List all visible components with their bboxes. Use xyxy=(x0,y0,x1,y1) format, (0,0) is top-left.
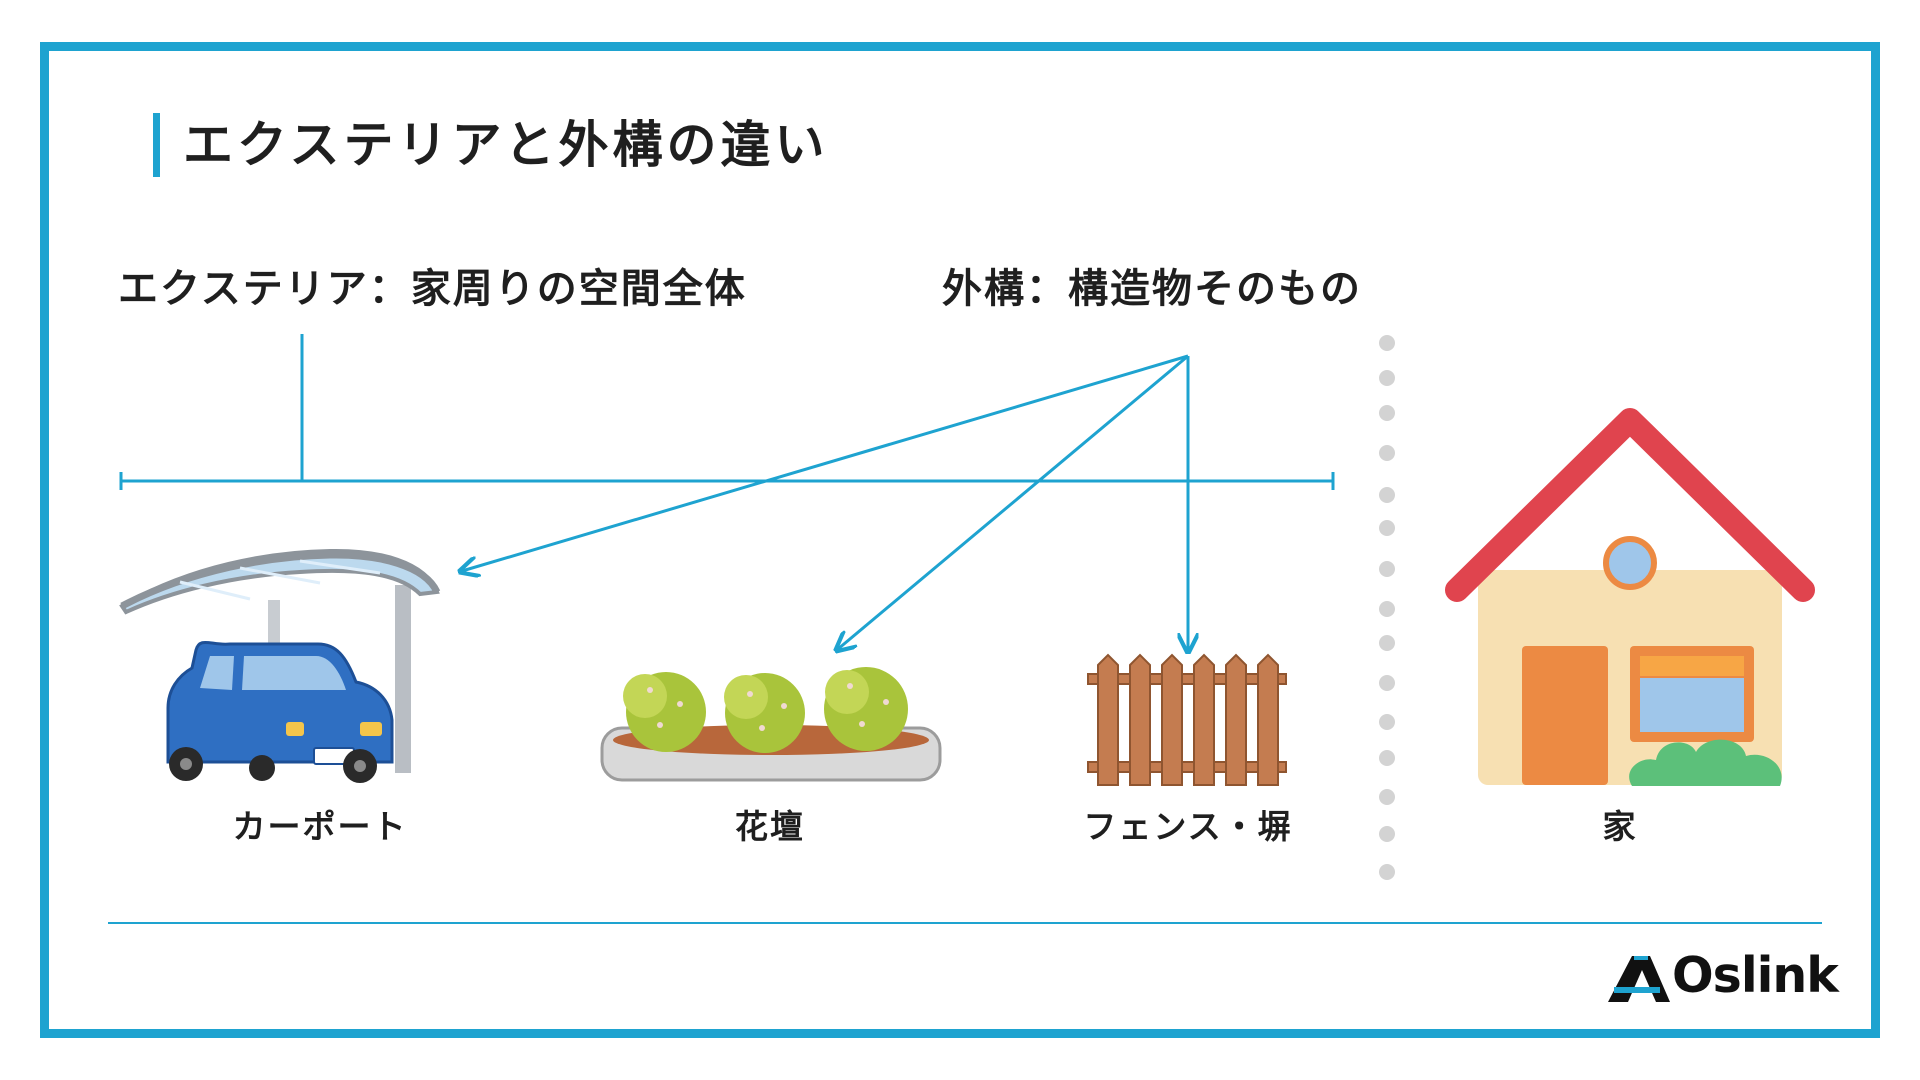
fence-illustration xyxy=(1087,653,1287,786)
flowerbed-label: 花壇 xyxy=(735,807,805,846)
house-label: 家 xyxy=(1602,807,1638,846)
logo-mark-icon xyxy=(1608,956,1670,1002)
company-logo: Oslink xyxy=(1604,948,1839,1006)
gaikou-arrows xyxy=(462,354,1189,650)
slide-frame xyxy=(40,42,1880,1038)
arrow-to-carport xyxy=(462,354,1189,571)
flowerbed-illustration xyxy=(600,667,942,782)
property-divider xyxy=(1379,335,1395,880)
fence-label: フェンス・塀 xyxy=(1083,807,1293,846)
title-accent-bar xyxy=(153,113,160,177)
house-illustration xyxy=(1445,408,1815,786)
carport-label: カーポート xyxy=(232,807,408,846)
slide-title: エクステリアと外構の違い xyxy=(183,116,829,174)
carport-illustration xyxy=(119,548,441,783)
exterior-label: エクステリア：家周りの空間全体 xyxy=(118,266,747,312)
exterior-bracket xyxy=(119,334,1335,490)
arrow-to-flowerbed xyxy=(838,354,1189,649)
logo-text: Oslink xyxy=(1672,947,1839,1004)
footer-divider xyxy=(108,922,1822,924)
gaikou-label: 外構：構造物そのもの xyxy=(942,266,1362,312)
